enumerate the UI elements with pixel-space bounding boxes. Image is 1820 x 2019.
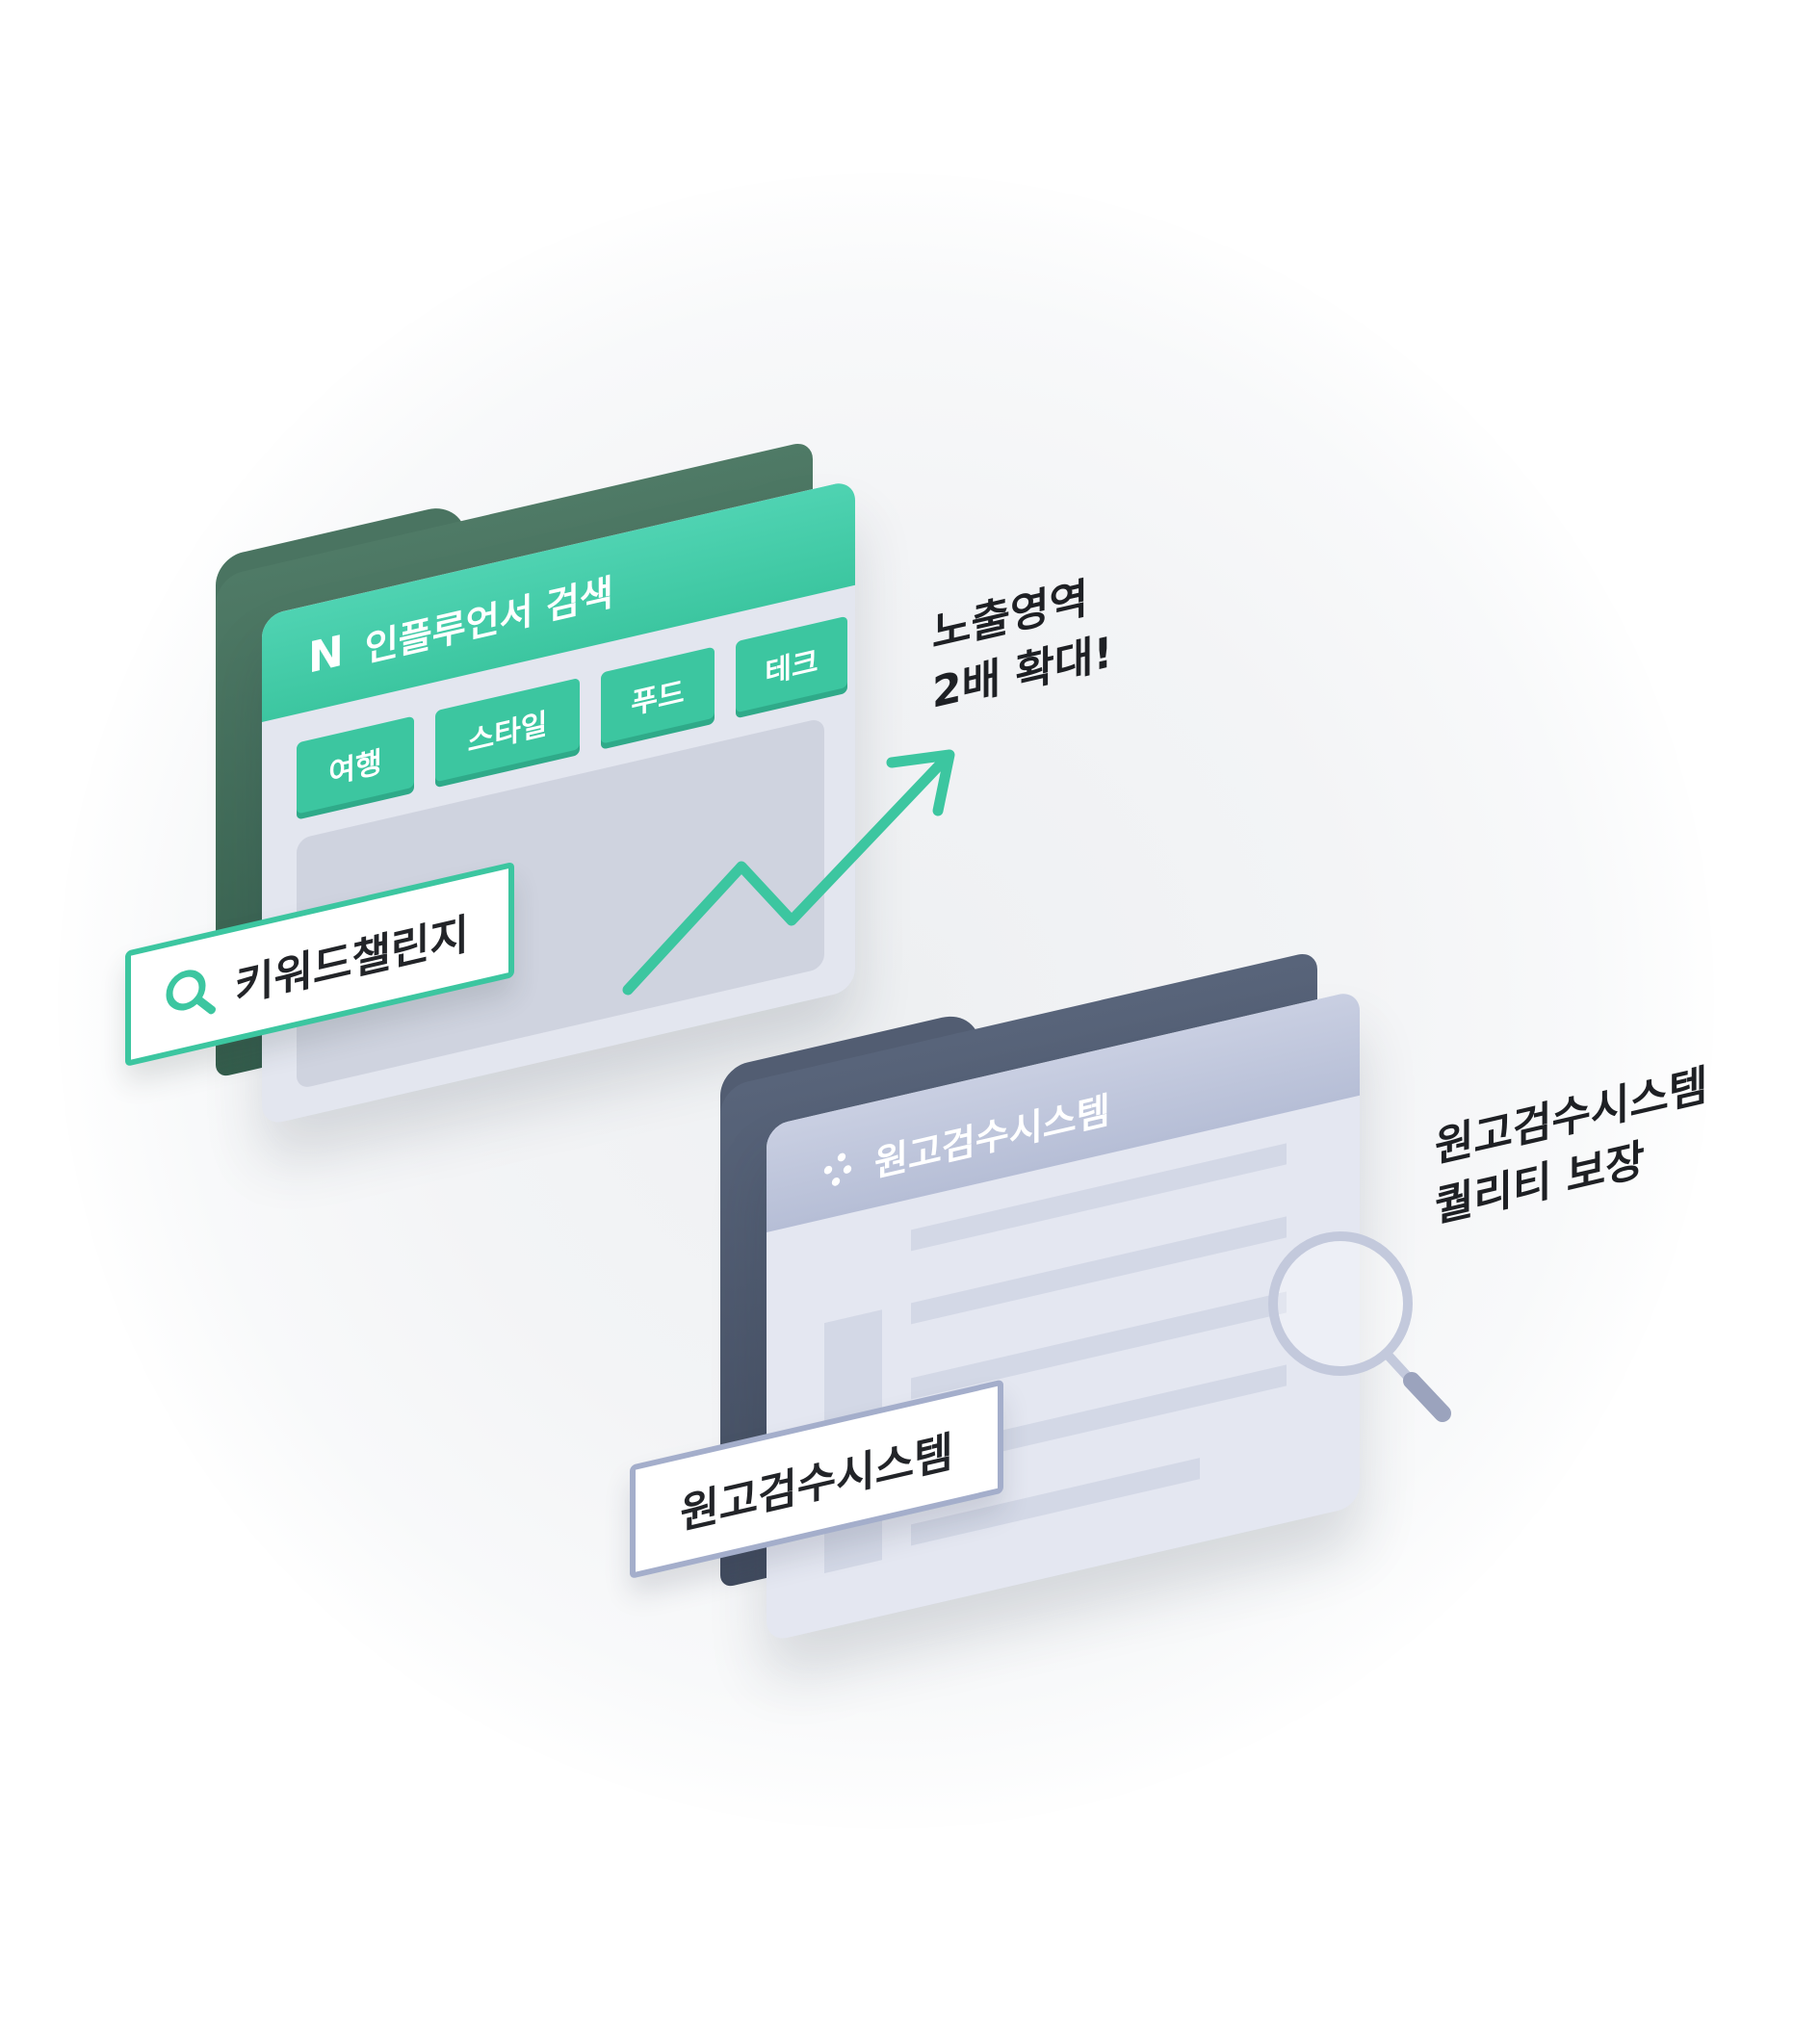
review-folder-card: 원고검수시스템 <box>767 989 1360 1643</box>
dots-logo-icon <box>823 1152 852 1186</box>
review-folder-header: 원고검수시스템 <box>767 989 1360 1232</box>
review-folder-title-row: 원고검수시스템 <box>819 1080 1110 1201</box>
keyword-challenge-chip[interactable]: 키워드챌린지 <box>125 861 514 1067</box>
search-icon <box>166 970 216 1015</box>
